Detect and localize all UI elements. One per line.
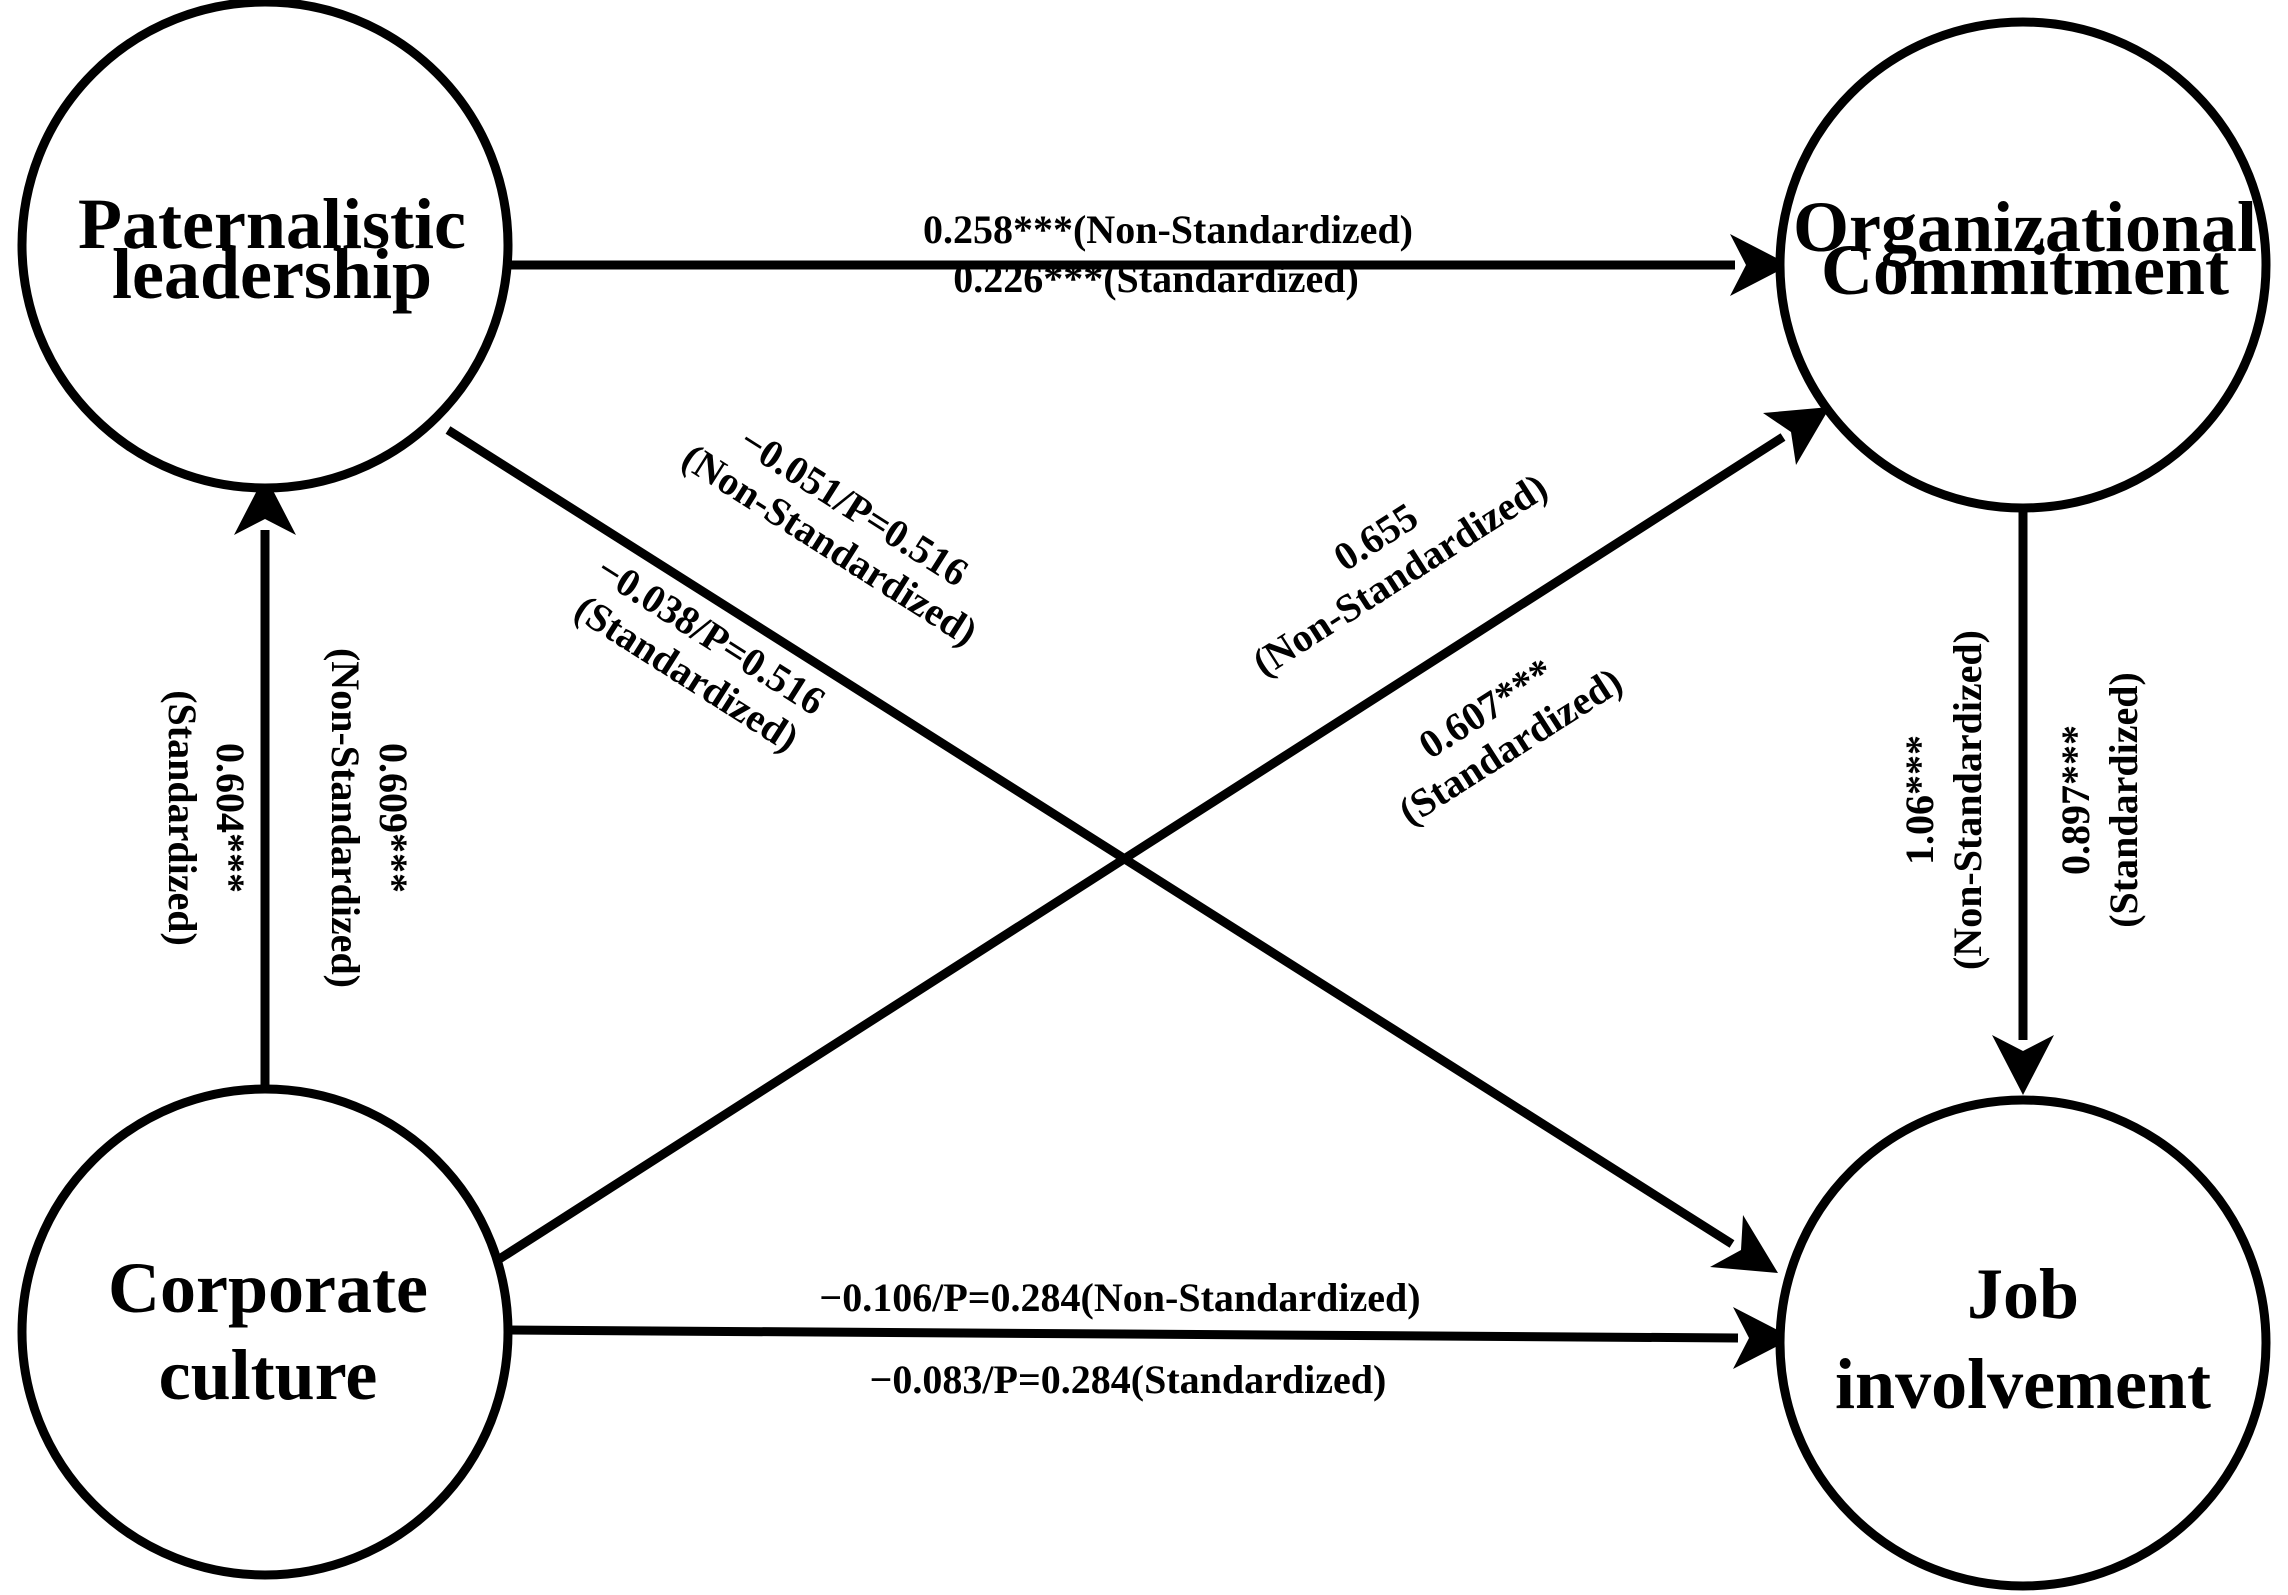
arrowhead-pl-oc [1730, 234, 1790, 296]
coef-standardized-tag: (Standardized) [160, 690, 205, 946]
node-label-line2: leadership [112, 234, 432, 314]
arrowhead-cc-ji [1733, 1307, 1793, 1369]
coef-non-standardized-tag: (Non-Standardized) [1945, 630, 1990, 970]
edge-oc-to-ji [1992, 510, 2054, 1095]
arrowhead-cc-oc [1763, 407, 1830, 465]
arrow-line-pl-ji [445, 426, 1735, 1248]
label-cc-to-ji: −0.106/P=0.284(Non-Standardized) −0.083/… [819, 1275, 1420, 1402]
coef-standardized-value: 0.604*** [208, 743, 253, 893]
arrow-line-cc-oc [487, 433, 1786, 1269]
edge-cc-to-ji [501, 1307, 1793, 1369]
node-label-line2: Commitment [1821, 230, 2229, 310]
coef-non-standardized: 0.258***(Non-Standardized) [923, 207, 1413, 252]
node-organizational-commitment: Organizational Commitment [1775, 17, 2271, 513]
edge-pl-to-oc [510, 234, 1790, 296]
node-paternalistic-leadership: Paternalistic leadership [17, 0, 513, 493]
coef-standardized-tag: (Standardized) [2101, 672, 2146, 928]
edge-cc-to-oc [487, 407, 1830, 1269]
label-pl-to-ji: −0.051/P=0.516 (Non-Standardized) −0.038… [567, 417, 986, 760]
edge-cc-to-pl [234, 475, 296, 1095]
node-circle [1775, 17, 2271, 513]
coef-non-standardized-value: 1.06*** [1897, 735, 1942, 865]
coef-non-standardized-tag: (Non-Standardized) [323, 648, 368, 988]
node-label-line2: culture [159, 1335, 378, 1415]
arrowhead-cc-pl [234, 475, 296, 535]
node-corporate-culture: Corporate culture [17, 1084, 513, 1580]
node-circle [17, 1084, 513, 1580]
node-label-line2: involvement [1835, 1344, 2211, 1424]
coef-standardized: −0.083/P=0.284(Standardized) [870, 1357, 1387, 1402]
label-cc-to-pl: 0.604*** (Standardized) 0.609*** (Non-St… [160, 648, 416, 988]
coef-non-standardized-value: 0.609*** [371, 743, 416, 893]
node-circle [17, 0, 513, 493]
node-label-line1: Paternalistic [78, 184, 466, 264]
node-label-line1: Job [1967, 1254, 2079, 1334]
label-oc-to-ji: 1.06*** (Non-Standardized) 0.897*** (Sta… [1897, 630, 2146, 970]
arrowhead-pl-ji [1710, 1215, 1778, 1273]
node-label-line1: Organizational [1793, 187, 2257, 267]
coef-standardized-value: 0.897*** [2053, 725, 2098, 875]
label-cc-to-oc: 0.655 (Non-Standardized) 0.607*** (Stand… [1244, 464, 1630, 834]
node-label-line1: Corporate [108, 1248, 428, 1328]
arrowhead-oc-ji [1992, 1035, 2054, 1095]
arrow-line-cc-ji [501, 1325, 1739, 1343]
node-job-involvement: Job involvement [1775, 1095, 2271, 1591]
coef-non-standardized: −0.106/P=0.284(Non-Standardized) [819, 1275, 1420, 1320]
edge-pl-to-ji [445, 426, 1778, 1273]
node-circle [1775, 1095, 2271, 1591]
coef-standardized: 0.226***(Standardized) [953, 256, 1359, 301]
label-pl-to-oc: 0.258***(Non-Standardized) 0.226***(Stan… [923, 207, 1413, 301]
